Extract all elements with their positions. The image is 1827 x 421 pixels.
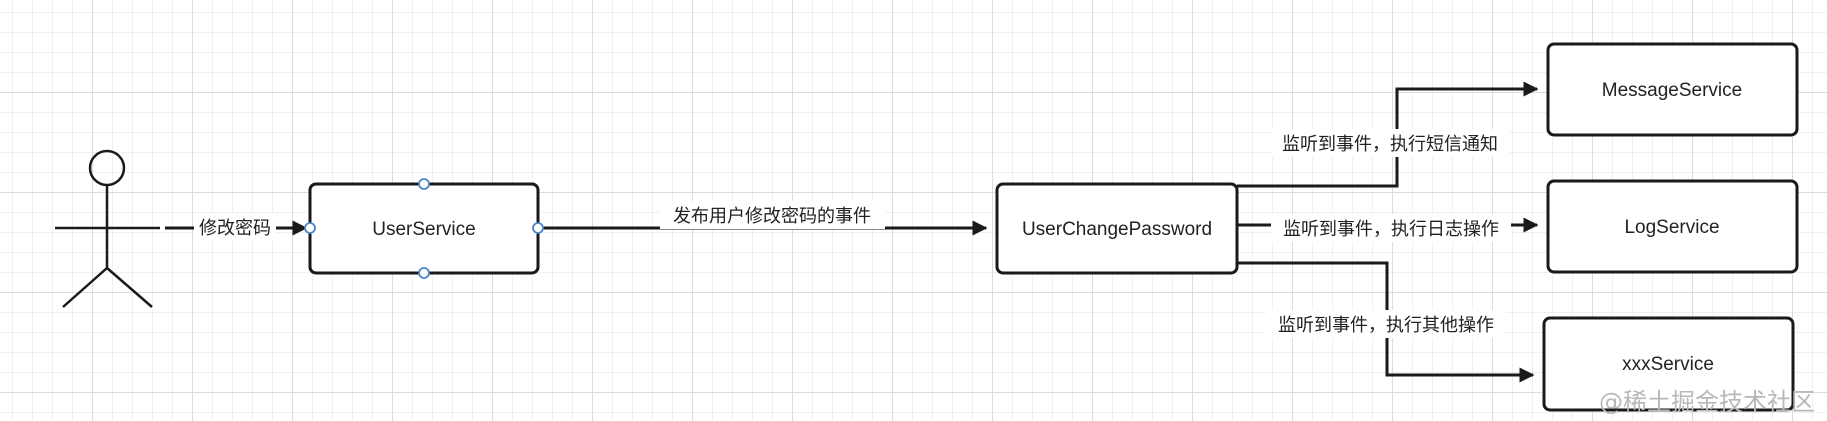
svg-text:LogService: LogService xyxy=(1624,217,1719,238)
svg-text:监听到事件，执行日志操作: 监听到事件，执行日志操作 xyxy=(1283,219,1499,240)
handle-right[interactable] xyxy=(532,222,544,234)
user-actor xyxy=(55,149,160,308)
edge-label-sms-notify: 监听到事件，执行短信通知 xyxy=(1271,129,1509,157)
node-user-service[interactable]: UserService xyxy=(308,182,540,275)
handle-left[interactable] xyxy=(304,222,316,234)
node-message-service[interactable]: MessageService xyxy=(1546,42,1799,137)
actor-head xyxy=(88,149,126,187)
svg-text:发布用户修改密码的事件: 发布用户修改密码的事件 xyxy=(673,206,871,227)
node-user-change-password[interactable]: UserChangePassword xyxy=(995,182,1239,275)
watermark: @稀土掘金技术社区 xyxy=(1599,388,1815,416)
svg-text:MessageService: MessageService xyxy=(1602,80,1742,101)
node-xxx-service[interactable]: xxxService xyxy=(1542,316,1795,412)
svg-text:监听到事件，执行其他操作: 监听到事件，执行其他操作 xyxy=(1278,315,1494,336)
actor-right-leg xyxy=(106,267,153,308)
svg-text:监听到事件，执行短信通知: 监听到事件，执行短信通知 xyxy=(1282,134,1498,155)
svg-text:UserChangePassword: UserChangePassword xyxy=(1022,219,1212,240)
svg-text:修改密码: 修改密码 xyxy=(199,218,271,239)
selection-handles[interactable] xyxy=(304,178,544,279)
node-log-service[interactable]: LogService xyxy=(1546,179,1799,274)
actor-left-leg xyxy=(62,267,108,308)
edge-label-publish-event: 发布用户修改密码的事件 xyxy=(660,201,885,229)
handle-bottom[interactable] xyxy=(418,267,430,279)
edge-label-log-operation: 监听到事件，执行日志操作 xyxy=(1271,214,1511,242)
svg-text:xxxService: xxxService xyxy=(1622,354,1714,375)
handle-top[interactable] xyxy=(418,178,430,190)
svg-text:UserService: UserService xyxy=(372,219,475,240)
edge-label-other-operation: 监听到事件，执行其他操作 xyxy=(1266,310,1506,338)
edge-label-change-password: 修改密码 xyxy=(194,213,276,241)
